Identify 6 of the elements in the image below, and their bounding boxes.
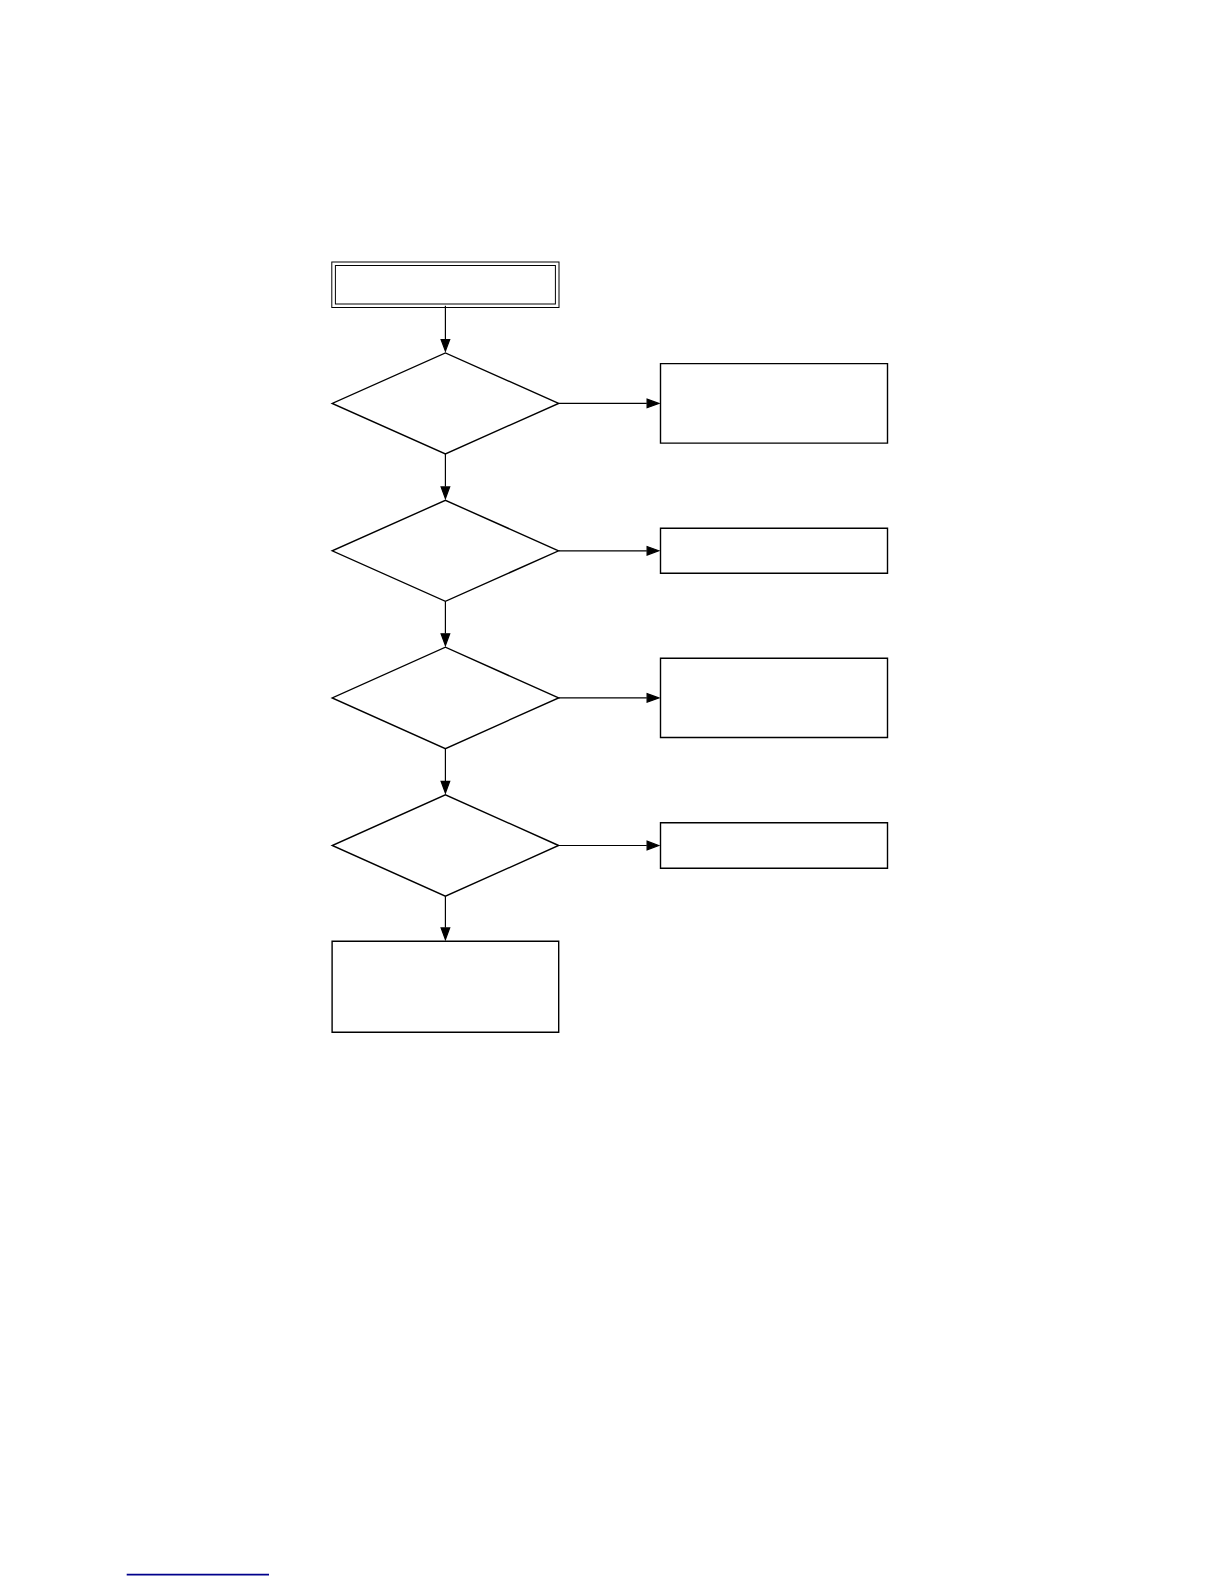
start-box (331, 261, 560, 309)
process-box (659, 657, 889, 739)
end-box (331, 940, 560, 1033)
process-box (659, 822, 889, 869)
process-box (659, 362, 889, 444)
process-box (659, 527, 889, 574)
